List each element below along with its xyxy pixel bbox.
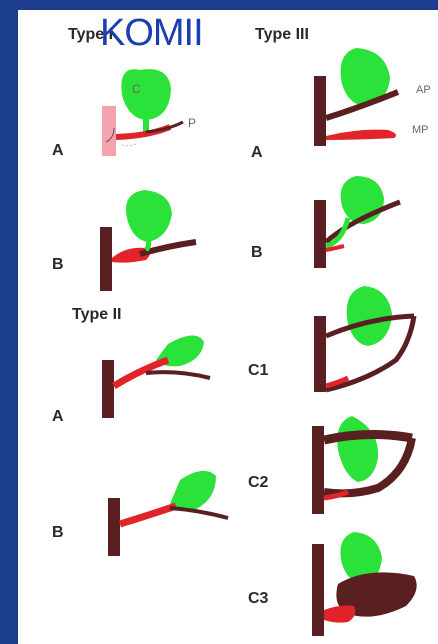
- annotation-mp: MP: [412, 124, 429, 136]
- annotation-ap: AP: [416, 84, 431, 96]
- type1-b-wall: [100, 227, 112, 291]
- komii-title: KOMII: [100, 13, 203, 53]
- type2-b-drawing: [108, 471, 228, 556]
- type3-label-c1: C1: [248, 362, 268, 380]
- type3-label-a: A: [251, 144, 263, 162]
- type3-a-mp-duct: [326, 130, 396, 140]
- type1-a-dashed: [122, 144, 136, 146]
- type1-label-b: B: [52, 256, 64, 274]
- type3-label-b: B: [251, 244, 263, 262]
- type3-c2-wall: [312, 426, 324, 514]
- type2-b-pancreatic: [120, 506, 176, 524]
- type2-label-a: A: [52, 408, 64, 426]
- type3-a-wall: [314, 76, 326, 146]
- type3-c3-drawing: [312, 532, 417, 636]
- type1-b-cystic: [146, 239, 149, 250]
- type3-c1-wall: [314, 316, 326, 392]
- type-ii-title: Type II: [72, 306, 122, 324]
- type2-b-wall: [108, 498, 120, 556]
- type1-b-gallbladder: [126, 190, 172, 242]
- type3-c2-drawing: [312, 416, 412, 514]
- type3-c3-red: [324, 606, 355, 623]
- type1-a-drawing: [102, 69, 183, 156]
- type3-c1-gallbladder: [347, 286, 392, 346]
- type3-c1-drawing: [314, 286, 414, 392]
- type2-a-wall: [102, 360, 114, 418]
- diagram-panel: Type I KOMII Type III A B Type II A B A …: [18, 10, 438, 644]
- type3-label-c3: C3: [248, 590, 268, 608]
- annotation-p: P: [188, 116, 196, 130]
- type3-c2-gallbladder: [337, 416, 378, 482]
- type2-label-b: B: [52, 524, 64, 542]
- type1-b-drawing: [100, 190, 196, 291]
- type1-label-a: A: [52, 142, 64, 160]
- type3-label-c2: C2: [248, 474, 268, 492]
- type2-a-bile-duct: [146, 372, 210, 378]
- type2-b-bile-duct: [170, 508, 228, 518]
- type3-c3-wall: [312, 544, 324, 636]
- annotation-c: C: [132, 82, 141, 96]
- type1-a-gallbladder: [121, 69, 171, 120]
- type3-b-wall: [314, 200, 326, 268]
- type3-b-drawing: [314, 176, 400, 268]
- type3-a-drawing: [314, 48, 398, 146]
- type-iii-title: Type III: [255, 26, 309, 44]
- diagram-drawings: [18, 10, 438, 644]
- type2-b-gallbladder: [170, 471, 216, 511]
- type2-a-drawing: [102, 335, 210, 418]
